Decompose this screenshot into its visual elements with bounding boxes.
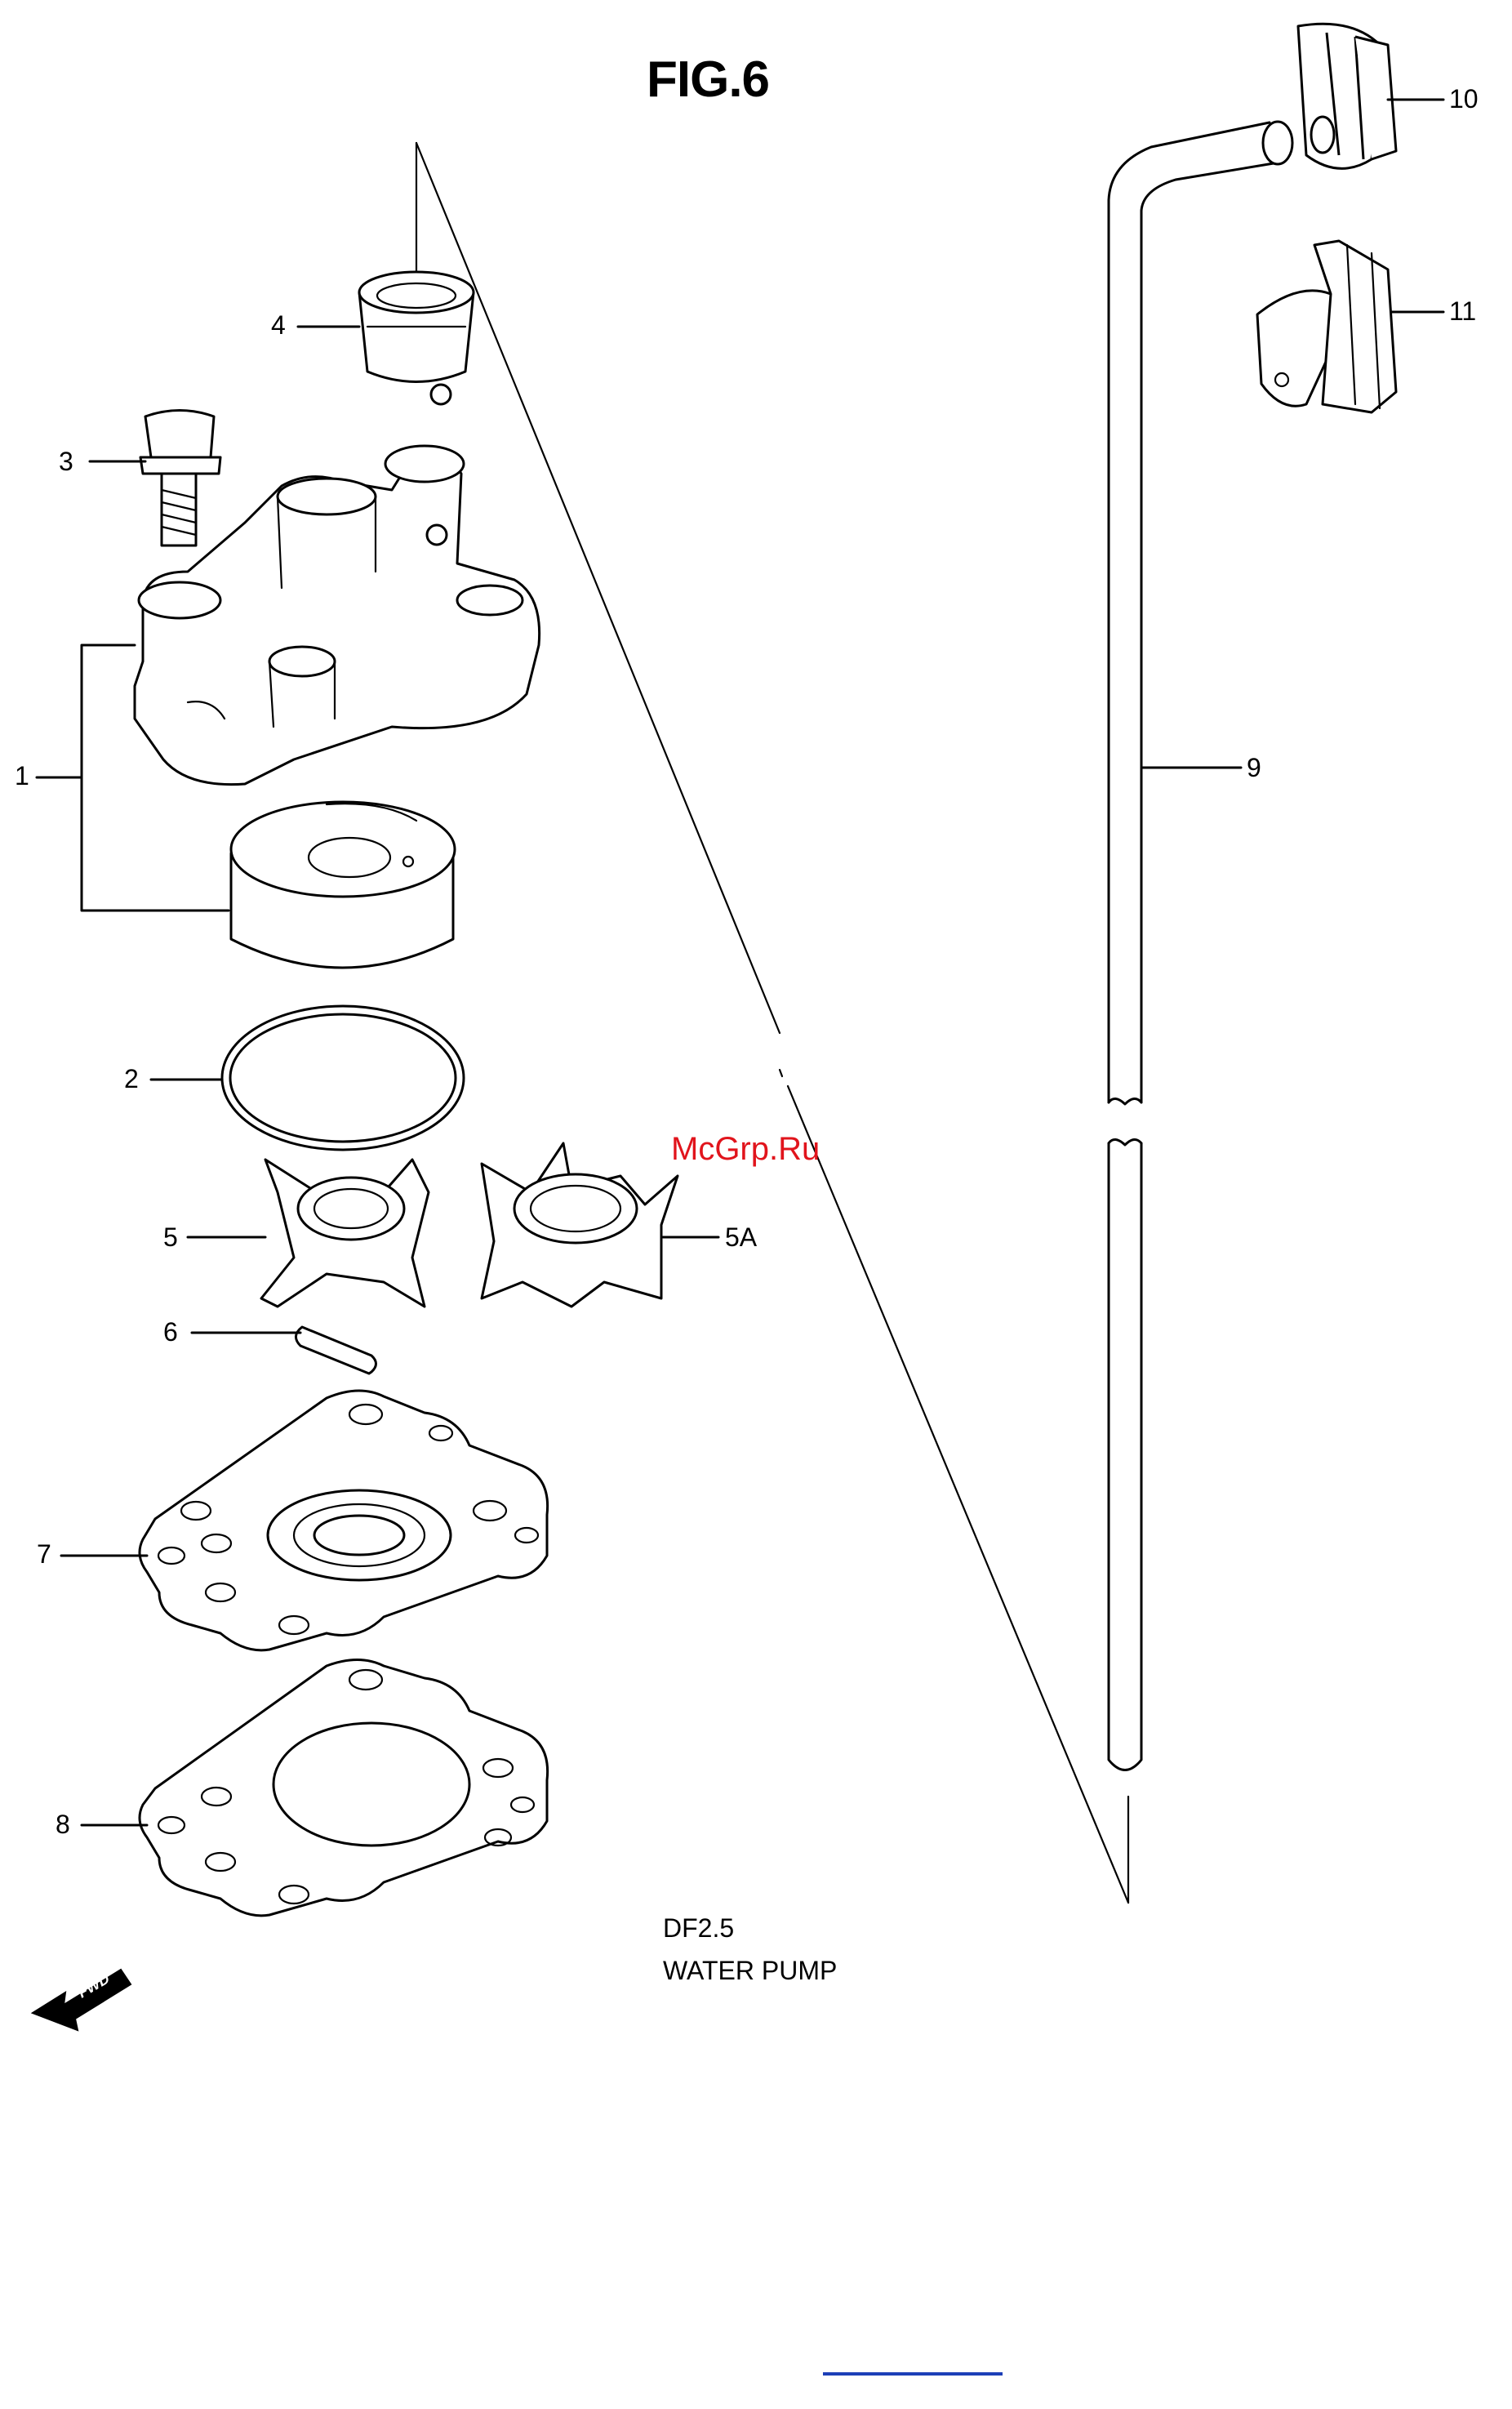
callout-8: 8 — [56, 1810, 70, 1840]
watermark: McGrp.Ru — [671, 1131, 820, 1168]
model-caption: DF2.5 — [663, 1913, 734, 1944]
callout-9: 9 — [1247, 753, 1261, 783]
callout-3: 3 — [59, 447, 73, 477]
callout-4: 4 — [271, 310, 286, 341]
part-3-bolt — [140, 411, 220, 546]
callout-10: 10 — [1449, 84, 1479, 114]
hose-group-leader — [416, 143, 1128, 1903]
part-8-gasket — [140, 1660, 548, 1916]
fwd-arrow-icon: FWD — [33, 1970, 131, 2030]
callout-6: 6 — [163, 1317, 178, 1347]
callout-11: 11 — [1449, 296, 1476, 327]
callout-1: 1 — [15, 761, 29, 791]
page-link-bar[interactable] — [823, 2372, 1003, 2376]
part-2-o-ring — [222, 1006, 464, 1150]
part-7-plate — [140, 1391, 548, 1650]
callout-5a: 5A — [725, 1222, 757, 1253]
callout-7: 7 — [37, 1539, 51, 1570]
part-5-impeller — [261, 1160, 429, 1307]
section-caption: WATER PUMP — [663, 1956, 837, 1986]
part-6-key — [296, 1327, 376, 1374]
part-10-grommet — [1298, 24, 1396, 168]
part-1-pump-liner — [231, 802, 455, 968]
callout-2: 2 — [124, 1064, 139, 1094]
callout-5: 5 — [163, 1222, 178, 1253]
part-11-grommet — [1257, 241, 1396, 412]
part-4-sleeve — [359, 272, 474, 404]
part-5a-impeller — [482, 1143, 678, 1307]
